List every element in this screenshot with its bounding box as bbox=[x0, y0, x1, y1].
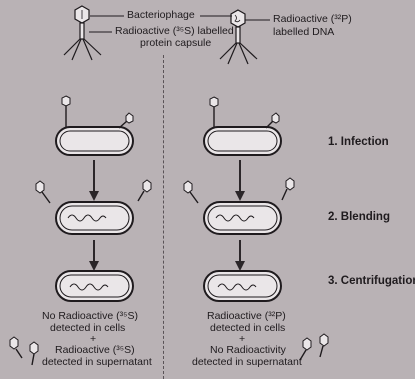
supernatant-phage-coats-left bbox=[10, 337, 38, 365]
right-cell-blending bbox=[204, 202, 281, 234]
right-result-line1: Radioactive (³²P) bbox=[207, 311, 286, 323]
empty-phage-coat-left-1 bbox=[36, 181, 50, 203]
phage-attached-right-1 bbox=[210, 97, 218, 127]
right-cell-centrifugation bbox=[204, 271, 281, 301]
empty-phage-coat-right-2 bbox=[282, 178, 294, 200]
radioactive-s-label-line2: protein capsule bbox=[140, 38, 211, 50]
step-3-label: 3. Centrifugation bbox=[328, 275, 415, 288]
radioactive-p-label-line2: labelled DNA bbox=[273, 27, 334, 39]
left-cell-infection bbox=[56, 127, 133, 155]
empty-phage-coat-left-2 bbox=[138, 180, 151, 201]
step-3-name: Centrifugation bbox=[341, 275, 415, 287]
left-cell-blending bbox=[56, 202, 133, 234]
empty-phage-coat-right-1 bbox=[184, 181, 198, 203]
phage-attached-left-1 bbox=[62, 96, 70, 127]
left-result-line3: Radioactive (³⁵S) bbox=[55, 345, 135, 357]
phage-attached-right-2 bbox=[266, 113, 279, 128]
left-result-line4: detected in supernatant bbox=[42, 357, 152, 369]
phage-attached-left-2 bbox=[119, 113, 133, 128]
step-2-number: 2. bbox=[328, 211, 338, 223]
right-cell-infection bbox=[204, 127, 281, 155]
column-divider bbox=[163, 55, 164, 379]
bacteriophage-label: Bacteriophage bbox=[127, 10, 195, 22]
step-3-number: 3. bbox=[328, 275, 338, 287]
left-cell-centrifugation bbox=[56, 271, 133, 301]
step-1-number: 1. bbox=[328, 136, 338, 148]
right-result-line2: detected in cells bbox=[210, 323, 285, 335]
radioactive-p-label-line1: Radioactive (³²P) bbox=[273, 14, 352, 26]
phage-s35-top bbox=[64, 6, 101, 60]
left-result-line2: detected in cells bbox=[50, 323, 125, 335]
supernatant-phage-coats-right bbox=[300, 334, 328, 360]
radioactive-s-label-line1: Radioactive (³⁵S) labelled bbox=[115, 26, 234, 38]
step-1-label: 1. Infection bbox=[328, 136, 389, 149]
right-result-line4: detected in supernatant bbox=[192, 357, 302, 369]
step-1-name: Infection bbox=[341, 136, 389, 148]
step-2-label: 2. Blending bbox=[328, 211, 390, 224]
right-result-line3: No Radioactivity bbox=[210, 345, 286, 357]
left-result-line1: No Radioactive (³⁵S) bbox=[42, 311, 138, 323]
step-2-name: Blending bbox=[341, 211, 390, 223]
